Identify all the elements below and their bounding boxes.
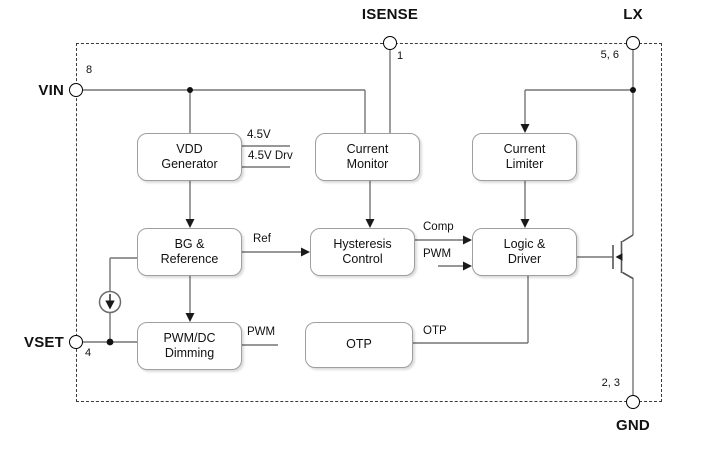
block-otp: OTP [305, 322, 413, 368]
block-label: Limiter [505, 157, 544, 171]
wire-lx [524, 50, 634, 235]
block-label: Generator [161, 157, 218, 171]
pin-number-gnd: 2, 3 [601, 377, 620, 389]
junction-dots [106, 87, 636, 346]
block-label: Logic & [503, 236, 546, 251]
block-current-monitor: Current Monitor [315, 133, 420, 181]
block-label: Driver [507, 252, 542, 266]
pin-label-gnd: GND [616, 417, 650, 434]
pin-label-vin: VIN [38, 82, 64, 99]
pin-lx [626, 36, 640, 50]
signal-pwm-in: PWM [423, 248, 452, 260]
block-pwm-dc-dimming: PWM/DC Dimming [137, 322, 242, 370]
signal-comp: Comp [423, 221, 454, 233]
block-label: Dimming [164, 346, 215, 360]
chip-boundary [76, 43, 662, 402]
pin-label-vset: VSET [24, 334, 64, 351]
signal-pwm-out: PWM [247, 326, 276, 338]
wire-4v5-rails [242, 145, 290, 168]
arrowheads [185, 124, 530, 322]
wire-otp [413, 276, 529, 344]
block-hysteresis-control: Hysteresis Control [310, 228, 415, 276]
block-logic-driver: Logic & Driver [472, 228, 577, 276]
wire-vin-rail [83, 89, 366, 133]
current-source-icon [98, 290, 122, 314]
pin-number-isense: 1 [397, 50, 404, 62]
block-label: Reference [160, 252, 219, 266]
signal-otp: OTP [423, 325, 447, 337]
pin-label-lx: LX [623, 6, 643, 23]
signal-4v5: 4.5V [247, 129, 271, 141]
pin-number-vset: 4 [85, 347, 92, 359]
block-bg-reference: BG & Reference [137, 228, 242, 276]
pin-vset [69, 335, 83, 349]
nmos-transistor-icon [612, 234, 634, 280]
pin-isense [383, 36, 397, 50]
block-label: BG & [174, 236, 205, 251]
signal-4v5-drv: 4.5V Drv [248, 150, 293, 162]
block-label: PWM/DC [163, 330, 216, 345]
block-vdd-generator: VDD Generator [137, 133, 242, 181]
pin-number-vin: 8 [86, 64, 93, 76]
pin-vin [69, 83, 83, 97]
wire-bg-to-vset [109, 257, 137, 342]
block-label: Control [342, 252, 383, 266]
block-label: VDD [176, 141, 203, 156]
pin-gnd [626, 395, 640, 409]
block-label: Hysteresis [333, 236, 392, 251]
block-label: OTP [346, 337, 372, 352]
pin-label-isense: ISENSE [361, 6, 419, 23]
block-label: Monitor [346, 157, 389, 171]
block-label: Current [503, 141, 546, 156]
block-label: Current [346, 141, 389, 156]
block-current-limiter: Current Limiter [472, 133, 577, 181]
pin-number-lx: 5, 6 [600, 49, 619, 61]
signal-ref: Ref [253, 233, 271, 245]
